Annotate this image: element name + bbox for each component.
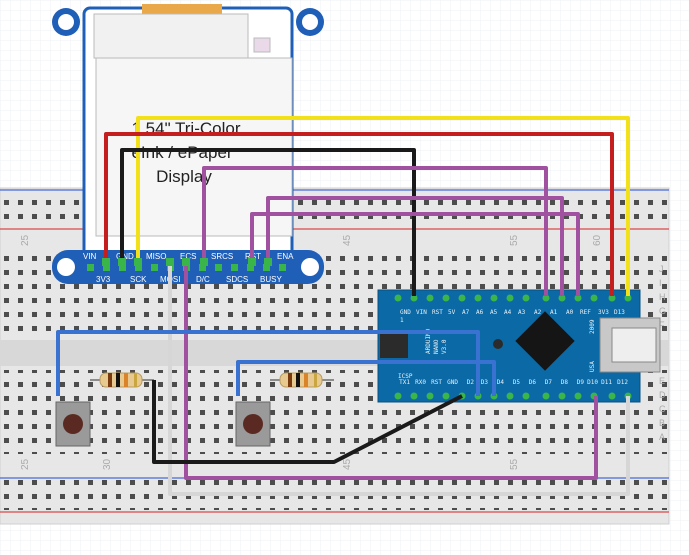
row-letter: I xyxy=(659,278,662,288)
nano-top-pin: RST xyxy=(431,379,442,386)
nano-year-text: 2009 xyxy=(589,319,596,334)
wire-red xyxy=(104,132,614,296)
nano-brand-text: ARDUINO xyxy=(425,328,432,354)
header-pin-label: 3V3 xyxy=(96,275,111,284)
col-number: 45 xyxy=(342,234,353,246)
nano-top-pin: GND xyxy=(447,379,458,386)
resistor-right xyxy=(270,372,334,388)
row-letter: C xyxy=(659,404,666,414)
row-letter: J xyxy=(659,264,664,274)
row-letter: E xyxy=(659,376,665,386)
nano-bottom-pin: 5V xyxy=(448,309,456,316)
nano-pin1-label: 1 xyxy=(400,317,404,324)
wire-purple-dc xyxy=(202,166,548,296)
col-number: 55 xyxy=(509,234,520,246)
header-pin-label: MISO xyxy=(146,252,166,261)
nano-top-pin: D5 xyxy=(513,379,521,386)
nano-bottom-pin: VIN xyxy=(416,309,427,316)
wire-blue-right xyxy=(236,360,496,396)
nano-bottom-pin: A7 xyxy=(462,309,470,316)
nano-usa-text: USA xyxy=(589,361,596,372)
nano-version-text: V3.0 xyxy=(441,339,448,354)
wire-purple-busy xyxy=(266,196,564,296)
header-pin-label: SCK xyxy=(130,275,147,284)
push-button-left[interactable] xyxy=(55,401,91,447)
header-pin-label: GND xyxy=(116,252,134,261)
nano-name-text: NANO xyxy=(433,339,440,354)
nano-top-pin: TX1 xyxy=(399,379,410,386)
row-letter: B xyxy=(659,418,665,428)
microcontroller-chip xyxy=(515,311,575,371)
header-pin-label: BUSY xyxy=(260,275,282,284)
wire-purple-rst xyxy=(250,212,580,296)
col-number: 60 xyxy=(592,234,603,246)
col-number: 30 xyxy=(102,458,113,470)
resistor-left xyxy=(90,372,154,388)
nano-bottom-pin: REF xyxy=(580,309,591,316)
epaper-display: 1.54" Tri-Color eInk / ePaper Display VI… xyxy=(52,4,324,284)
nano-top-pin: D4 xyxy=(497,379,505,386)
nano-bottom-pin: A4 xyxy=(504,309,512,316)
row-letter: G xyxy=(659,306,666,316)
wires xyxy=(56,116,630,496)
nano-top-pin: D9 xyxy=(577,379,585,386)
nano-board xyxy=(377,289,641,403)
wire-black-top xyxy=(120,148,416,296)
row-letter: H xyxy=(659,292,666,302)
wire-yellow xyxy=(136,116,630,296)
nano-bottom-pin: A1 xyxy=(550,309,558,316)
nano-top-pin: D7 xyxy=(545,379,553,386)
nano-bottom-pin: D13 xyxy=(614,309,625,316)
display-screen xyxy=(95,57,293,237)
nano-bottom-pin: A3 xyxy=(518,309,526,316)
arduino-nano: 1 ICSP ARDUINO NANO V3.0 2009 USA GND VI… xyxy=(377,289,661,403)
row-letter: A xyxy=(659,432,665,442)
icsp-header xyxy=(380,332,408,358)
display-bezel xyxy=(93,13,249,59)
nano-top-pin: D11 xyxy=(601,379,612,386)
nano-top-pin: D6 xyxy=(529,379,537,386)
nano-bottom-pin: RST xyxy=(432,309,443,316)
push-button-right[interactable] xyxy=(235,401,271,447)
nano-top-pin: D2 xyxy=(467,379,475,386)
nano-bottom-pin: A0 xyxy=(566,309,574,316)
nano-top-pin: D3 xyxy=(481,379,489,386)
header-pin-label: D/C xyxy=(196,275,210,284)
nano-top-pin: RX0 xyxy=(415,379,426,386)
col-number: 55 xyxy=(509,458,520,470)
nano-icsp-text: ICSP xyxy=(398,373,413,380)
nano-bottom-pin: A5 xyxy=(490,309,498,316)
header-pin-label: ENA xyxy=(277,252,294,261)
wire-black-lower xyxy=(152,380,463,464)
display-title-line3: Display xyxy=(156,167,212,186)
nano-bottom-pin: GND xyxy=(400,309,411,316)
col-number: 45 xyxy=(342,458,353,470)
col-number: 25 xyxy=(20,458,31,470)
row-letter: F xyxy=(659,320,665,330)
header-pin-label: SDCS xyxy=(226,275,248,284)
header-pin-label: ECS xyxy=(180,252,196,261)
ribbon-connector xyxy=(142,4,222,14)
nano-top-pin: D10 xyxy=(587,379,598,386)
row-letter: D xyxy=(659,390,666,400)
nano-top-pin: D12 xyxy=(617,379,628,386)
wire-purple-lower xyxy=(184,262,598,480)
display-title-line2: eInk / ePaper xyxy=(131,143,232,162)
wire-white xyxy=(168,262,630,496)
nano-top-pin: D8 xyxy=(561,379,569,386)
nano-bottom-pin: A6 xyxy=(476,309,484,316)
reset-button-icon[interactable] xyxy=(493,339,503,349)
nano-bottom-pin: A2 xyxy=(534,309,542,316)
col-number: 25 xyxy=(20,234,31,246)
header-pin-label: SRCS xyxy=(211,252,233,261)
header-pin-label: VIN xyxy=(83,252,97,261)
nano-bottom-pin: 3V3 xyxy=(598,309,609,316)
